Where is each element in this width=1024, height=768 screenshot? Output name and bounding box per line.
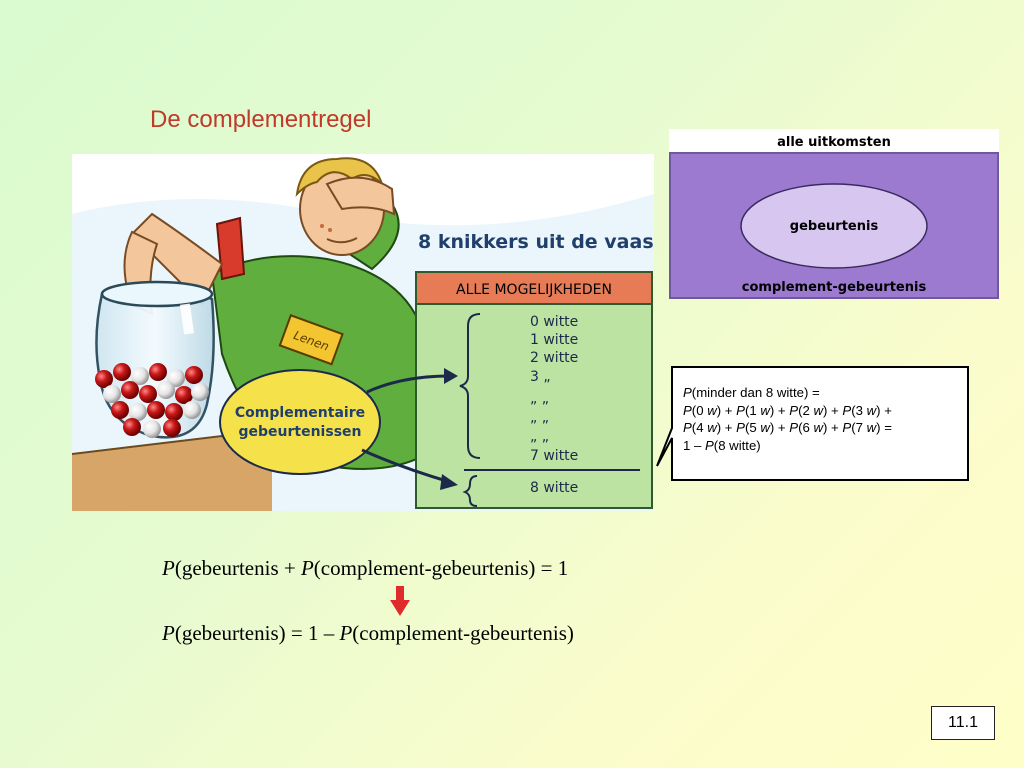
ellipse-line1: Complementaire bbox=[235, 405, 365, 421]
row-5: „ „ bbox=[530, 410, 549, 426]
arrow-down-icon bbox=[390, 586, 410, 616]
illustration-headline: 8 knikkers uit de vaas bbox=[418, 231, 654, 253]
row-3: 3 „ bbox=[530, 369, 551, 385]
formula-complement-sum: P(gebeurtenis + P(complement-gebeurtenis… bbox=[162, 556, 568, 581]
formula-complement-rule: P(gebeurtenis) = 1 – P(complement-gebeur… bbox=[162, 621, 574, 646]
venn-inner-label: gebeurtenis bbox=[790, 219, 879, 234]
marbles-illustration: Lenen 8 knikkers uit de vaas ALLE MOGELI… bbox=[72, 154, 654, 511]
row-2: 2 witte bbox=[530, 350, 578, 366]
row-0: 0 witte bbox=[530, 314, 578, 330]
venn-header: alle uitkomsten bbox=[777, 135, 891, 150]
row-1: 1 witte bbox=[530, 332, 578, 348]
row-4: „ „ bbox=[530, 391, 549, 407]
venn-outer-label: complement-gebeurtenis bbox=[742, 280, 927, 295]
slide-title: De complementregel bbox=[150, 106, 371, 134]
row-last: 8 witte bbox=[530, 480, 578, 496]
table-header: ALLE MOGELIJKHEDEN bbox=[456, 282, 612, 298]
row-7: 7 witte bbox=[530, 448, 578, 464]
bubble-text: P(minder dan 8 witte) = P(0 w) + P(1 w) … bbox=[683, 384, 963, 454]
row-6: „ „ bbox=[530, 429, 549, 445]
ellipse-line2: gebeurtenissen bbox=[239, 424, 362, 440]
venn-diagram: alle uitkomsten gebeurtenis complement-g… bbox=[669, 129, 999, 299]
page-number: 11.1 bbox=[931, 706, 995, 740]
